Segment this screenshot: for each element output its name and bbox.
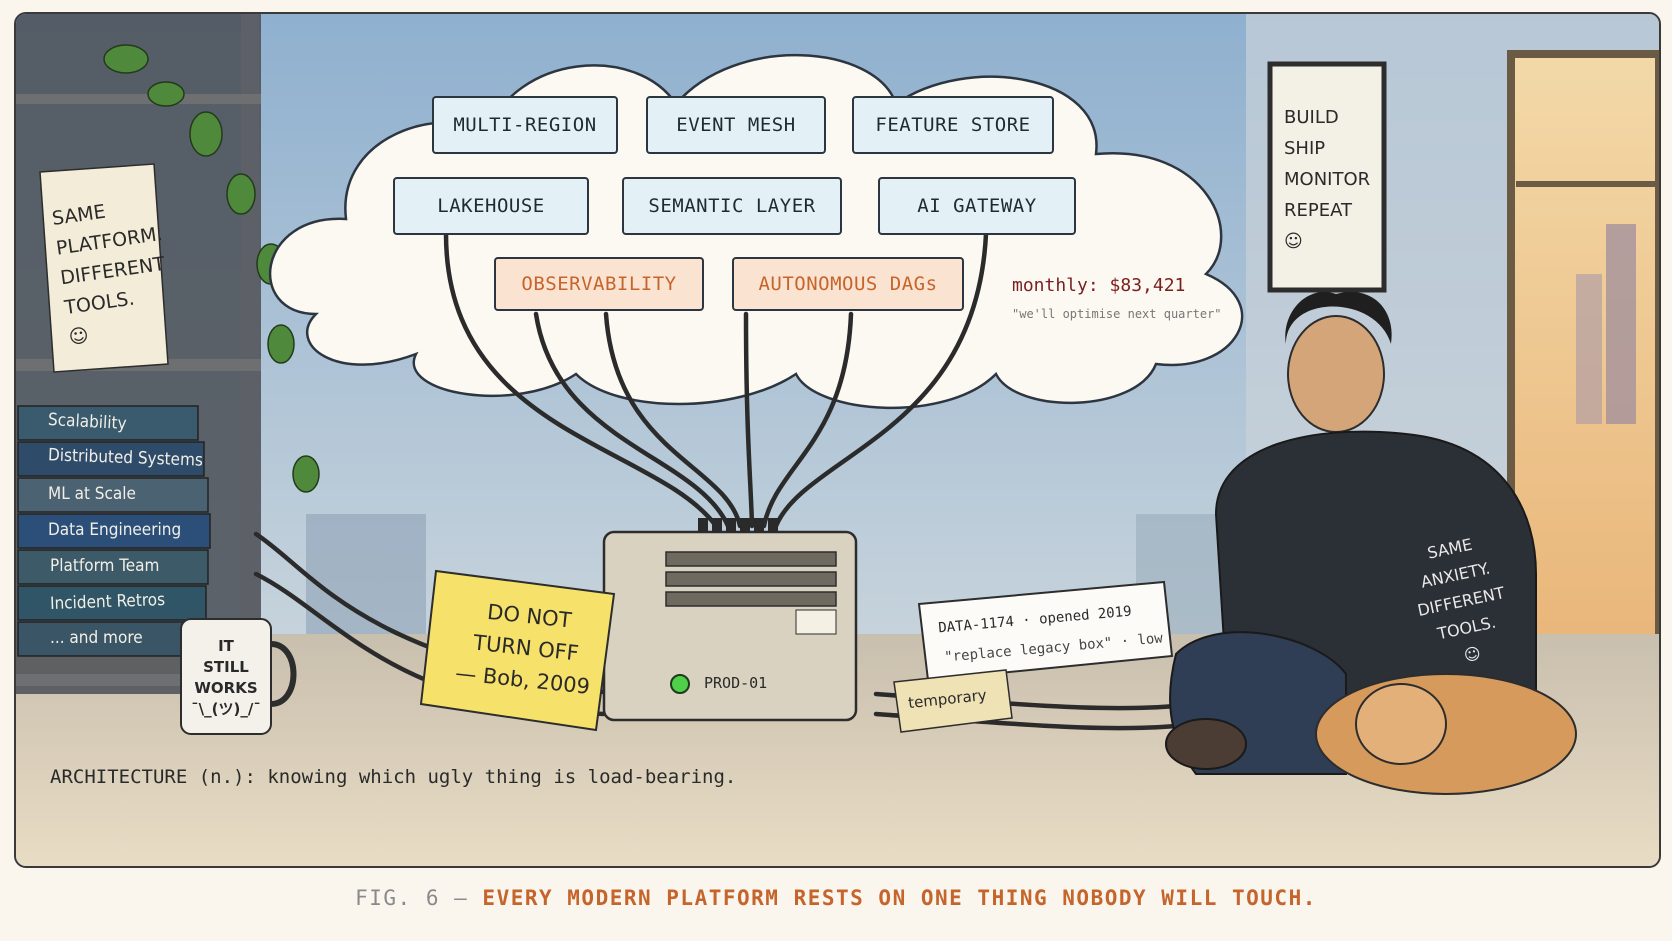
server-label: PROD-01 [704,674,768,692]
illustration-scene: MULTI-REGION EVENT MESH FEATURE STORE LA… [14,12,1661,868]
service-box-event-mesh: EVENT MESH [646,96,826,154]
architecture-definition: ARCHITECTURE (n.): knowing which ugly th… [50,766,737,788]
service-box-observability: OBSERVABILITY [494,257,704,311]
service-box-autonomous-dags: AUTONOMOUS DAGs [732,257,964,311]
build-ship-poster: BUILD SHIP MONITOR REPEAT ☺ [1284,107,1371,252]
do-not-turn-off-note: DO NOT TURN OFF — Bob, 2009 [454,599,592,699]
figure-caption-text: EVERY MODERN PLATFORM RESTS ON ONE THING… [482,886,1317,910]
service-box-semantic-layer: SEMANTIC LAYER [622,177,842,235]
service-box-lakehouse: LAKEHOUSE [393,177,589,235]
service-box-feature-store: FEATURE STORE [852,96,1054,154]
cost-note: "we'll optimise next quarter" [1012,307,1222,321]
figure-number: FIG. 6 — [355,886,469,910]
scene-background [16,14,1659,866]
book-and-more: ... and more [50,628,143,648]
book-ml-at-scale: ML at Scale [48,484,136,504]
cost-label: monthly: $83,421 [1012,275,1186,296]
shelf-note: SAME PLATFORM. DIFFERENT TOOLS. ☺ [50,200,167,349]
book-data-engineering: Data Engineering [48,520,182,540]
book-platform-team: Platform Team [50,556,160,576]
service-box-ai-gateway: AI GATEWAY [878,177,1076,235]
mug-text: IT STILL WORKS ¯\_(ツ)_/¯ [191,637,261,718]
figure-caption: FIG. 6 — EVERY MODERN PLATFORM RESTS ON … [0,886,1672,910]
book-scalability: Scalability [47,409,128,435]
book-incident-retros: Incident Retros [49,589,166,615]
service-box-multi-region: MULTI-REGION [432,96,618,154]
